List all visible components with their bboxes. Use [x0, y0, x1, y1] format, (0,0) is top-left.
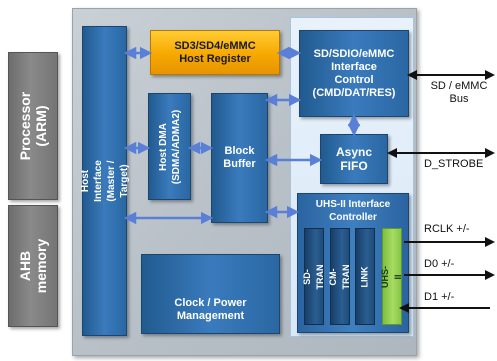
clock-power-block: Clock / Power Management [141, 254, 280, 334]
block-buffer-label: Block Buffer [223, 145, 256, 170]
d0-label: D0 +/- [424, 258, 455, 270]
interface-control-block: SD/SDIO/eMMC Interface Control (CMD/DAT/… [299, 30, 409, 117]
cm-tran-block: CM-TRAN [328, 228, 351, 325]
sd-tran-block: SD-TRAN [302, 228, 325, 325]
uhs-ii-phy-block: UHS-II [380, 228, 403, 325]
uhs-ii-controller-label: UHS-II Interface Controller [315, 199, 391, 223]
host-register-label: SD3/SD4/eMMC Host Register [174, 39, 256, 65]
sd-emmc-bus-label: SD / eMMC Bus [430, 80, 488, 105]
clock-power-label: Clock / Power Management [174, 296, 247, 322]
interface-control-label: SD/SDIO/eMMC Interface Control (CMD/DAT/… [312, 47, 396, 99]
d-strobe-label: D_STROBE [424, 158, 484, 170]
d1-label: D1 +/- [424, 291, 455, 303]
block-buffer-block: Block Buffer [211, 93, 268, 223]
ahb-memory-block: AHB memory [8, 205, 58, 327]
async-fifo-block: Async FIFO [320, 134, 388, 184]
async-fifo-label: Async FIFO [335, 145, 373, 173]
host-register-block: SD3/SD4/eMMC Host Register [150, 30, 280, 75]
link-block: LINK [355, 228, 375, 325]
rclk-label: RCLK +/- [424, 223, 470, 235]
host-interface-block: Host Interface (Master / Target) [80, 26, 130, 336]
processor-block: Processor (ARM) [8, 52, 58, 200]
